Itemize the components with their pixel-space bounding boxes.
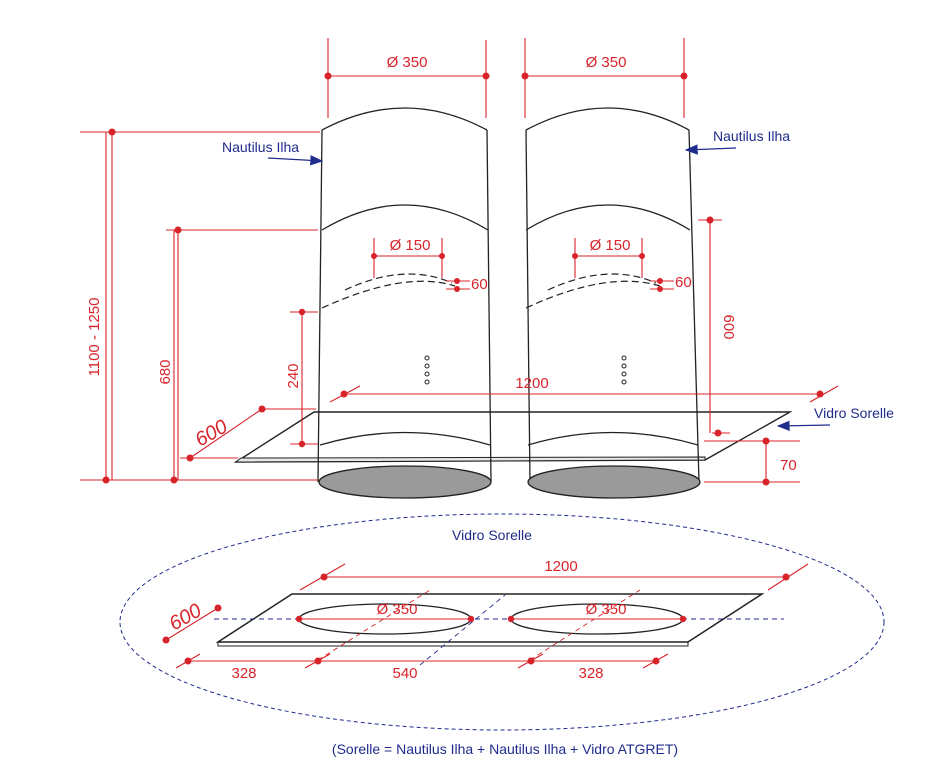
dim-total-height: 1100 - 1250 (80, 128, 320, 484)
label-glass-top: Vidro Sorelle (776, 405, 894, 431)
plan-width-label: 1200 (544, 558, 577, 575)
height-680-label: 680 (157, 359, 174, 384)
dim-right-outlet: Ø 150 (572, 237, 645, 278)
dim-right-offset: 60 (650, 274, 692, 292)
height-240-label: 240 (285, 363, 302, 388)
label-hood-left: Nautilus Ilha (222, 139, 324, 166)
plan-center-spacing-label: 540 (392, 665, 417, 682)
dim-height-680: 680 (157, 226, 318, 484)
dim-glass-depth: 600 (180, 405, 316, 462)
dim-height-600: 600 (698, 216, 737, 437)
glass-top-label: Vidro Sorelle (814, 405, 894, 421)
glass-thickness-label: 70 (780, 457, 797, 474)
plan-right-margin-label: 328 (578, 665, 603, 682)
glass-width-label: 1200 (515, 375, 548, 392)
left-diameter-label: Ø 350 (387, 54, 428, 71)
plan-hole-right-label: Ø 350 (586, 601, 627, 618)
footer-formula: (Sorelle = Nautilus Ilha + Nautilus Ilha… (332, 741, 678, 757)
glass-panel (233, 411, 793, 463)
control-buttons-right (621, 355, 627, 385)
dim-left-offset: 60 (446, 276, 488, 293)
left-offset-label: 60 (471, 276, 488, 293)
dim-height-240: 240 (285, 308, 318, 448)
glass-bottom-label: Vidro Sorelle (452, 527, 532, 543)
plan-hole-left-label: Ø 350 (377, 601, 418, 618)
left-hood-cylinder (317, 107, 492, 499)
label-hood-right: Nautilus Ilha (684, 128, 790, 155)
right-hood-cylinder (525, 107, 701, 499)
glass-depth-label: 600 (192, 416, 232, 452)
dim-glass-thickness: 70 (704, 437, 800, 486)
left-outlet-label: Ø 150 (390, 237, 431, 254)
control-buttons-left (424, 355, 430, 385)
hood-left-label: Nautilus Ilha (222, 139, 299, 155)
hood-right-label: Nautilus Ilha (713, 128, 790, 144)
right-offset-label: 60 (675, 274, 692, 291)
dim-glass-width: 1200 (329, 375, 839, 403)
right-diameter-label: Ø 350 (586, 54, 627, 71)
dim-left-diameter: Ø 350 (324, 38, 490, 118)
total-height-label: 1100 - 1250 (86, 298, 103, 377)
dim-left-outlet: Ø 150 (371, 237, 445, 278)
plan-depth-label: 600 (166, 600, 206, 636)
height-600-label: 600 (720, 314, 737, 339)
plan-left-margin-label: 328 (231, 665, 256, 682)
dim-right-diameter: Ø 350 (521, 38, 688, 118)
plan-view: Vidro Sorelle Ø 350 Ø 350 1200 600 (119, 513, 885, 731)
right-outlet-label: Ø 150 (590, 237, 631, 254)
